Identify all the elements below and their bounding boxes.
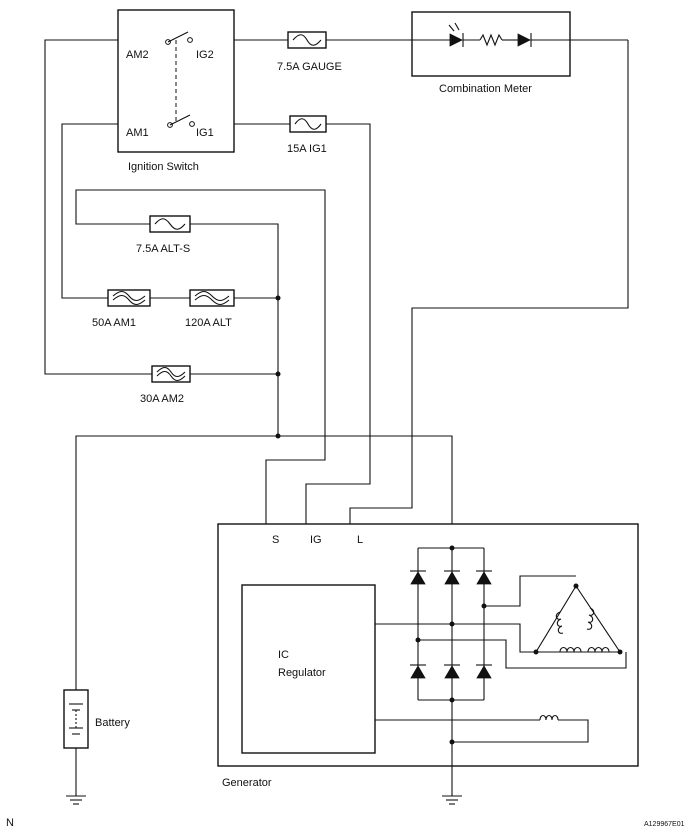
fuse-am2: 30A AM2 <box>140 365 191 405</box>
rectifier-diode-icon <box>410 665 426 679</box>
phase-wire-c <box>418 639 627 669</box>
wire-am2 <box>44 39 166 375</box>
fuse-alt: 120A ALT <box>185 289 235 329</box>
rectifier-diode-icon <box>476 665 492 679</box>
rectifier-diode-icon <box>410 571 426 585</box>
fuse-ig1-element <box>294 118 322 130</box>
ground-icon <box>442 795 462 805</box>
junction-dot <box>275 433 281 439</box>
fuse-am2-label: 30A AM2 <box>140 393 184 405</box>
ignition-switch-label: Ignition Switch <box>128 161 199 173</box>
ic-regulator-box <box>241 584 376 754</box>
wire-alt-s-left <box>75 189 326 585</box>
generator-label: Generator <box>222 777 272 789</box>
fuse-alt-s-label: 7.5A ALT-S <box>136 243 190 255</box>
fuse-gauge-label: 7.5A GAUGE <box>277 61 342 73</box>
junction-dot <box>275 295 281 301</box>
diode-icon <box>517 33 531 47</box>
fuse-am1-body <box>107 289 151 307</box>
light-ray-icon <box>454 22 460 31</box>
terminal-am1-label: AM1 <box>126 127 149 139</box>
ic-regulator-label-line1: IC <box>278 649 289 661</box>
junction-dot <box>617 649 623 655</box>
figure-code: A129967E01 <box>644 821 685 828</box>
combination-meter-box <box>411 11 571 77</box>
stator-coil-icon <box>555 611 564 634</box>
junction-dot <box>573 583 579 589</box>
combination-meter-label: Combination Meter <box>439 83 532 95</box>
fuse-alt-element <box>194 290 230 306</box>
terminal-ig-label: IG <box>310 534 322 546</box>
ground-icon <box>66 795 86 805</box>
junction-dot <box>481 603 487 609</box>
field-wire-return <box>452 719 589 743</box>
fuse-alt-s: 7.5A ALT-S <box>136 215 191 255</box>
fuse-gauge-element <box>292 34 322 46</box>
rectifier-diode-icon <box>444 571 460 585</box>
ignition-switch: AM2 IG2 AM1 IG1 Ignition Switch <box>117 9 235 173</box>
junction-dot <box>449 545 455 551</box>
rectifier-diode-icon <box>444 665 460 679</box>
junction-dot <box>275 371 281 377</box>
corner-mark: N <box>6 817 14 829</box>
switch-arm-lower <box>169 114 191 126</box>
fuse-am1-label: 50A AM1 <box>92 317 136 329</box>
fuse-ig1-label: 15A IG1 <box>287 143 327 155</box>
wire-alt-s-right <box>190 223 279 258</box>
resistor-icon <box>479 33 503 47</box>
stator-coil-icon <box>586 607 595 630</box>
stator-side-left <box>535 585 577 653</box>
fuse-alt-s-element <box>154 218 186 230</box>
fuse-am2-element <box>156 366 186 382</box>
fuse-alt-body <box>189 289 235 307</box>
switch-arm-upper <box>167 31 189 43</box>
generator: Generator S IG L IC Regulator <box>217 523 639 796</box>
switch-contact-ig1 <box>189 121 195 127</box>
rectifier-diode-icon <box>476 571 492 585</box>
phase-wire-a <box>484 575 576 607</box>
stator-side-right <box>575 585 621 653</box>
warning-lamp-icon <box>449 33 463 47</box>
combination-meter: Combination Meter <box>411 11 571 95</box>
stator-coil-icon <box>559 646 610 653</box>
fuse-ig1: 15A IG1 <box>287 115 327 155</box>
ic-regulator-label-line2: Regulator <box>278 667 326 679</box>
battery: Battery <box>63 689 130 749</box>
wire-l-terminal <box>349 40 629 585</box>
terminal-ig1-label: IG1 <box>196 127 214 139</box>
junction-dot <box>449 621 455 627</box>
terminal-am2-label: AM2 <box>126 49 149 61</box>
switch-contact-ig2 <box>187 37 193 43</box>
fuse-am1: 50A AM1 <box>92 289 151 329</box>
terminal-l-label: L <box>357 534 363 546</box>
terminal-ig2-label: IG2 <box>196 49 214 61</box>
junction-dot <box>533 649 539 655</box>
ignition-switch-box <box>117 9 235 153</box>
wire-ig1-gen <box>305 123 371 585</box>
fuse-am1-element <box>112 290 146 306</box>
junction-dot <box>415 637 421 643</box>
fuse-gauge: 7.5A GAUGE <box>277 31 342 73</box>
light-ray-icon <box>448 24 455 32</box>
field-coil-icon <box>539 714 559 721</box>
terminal-s-label: S <box>272 534 279 546</box>
battery-label: Battery <box>95 717 130 729</box>
wire-battery <box>75 435 453 690</box>
wire-am1 <box>61 123 168 299</box>
fuse-am2-body <box>151 365 191 383</box>
fuse-alt-label: 120A ALT <box>185 317 232 329</box>
phase-wire-b <box>375 623 536 653</box>
